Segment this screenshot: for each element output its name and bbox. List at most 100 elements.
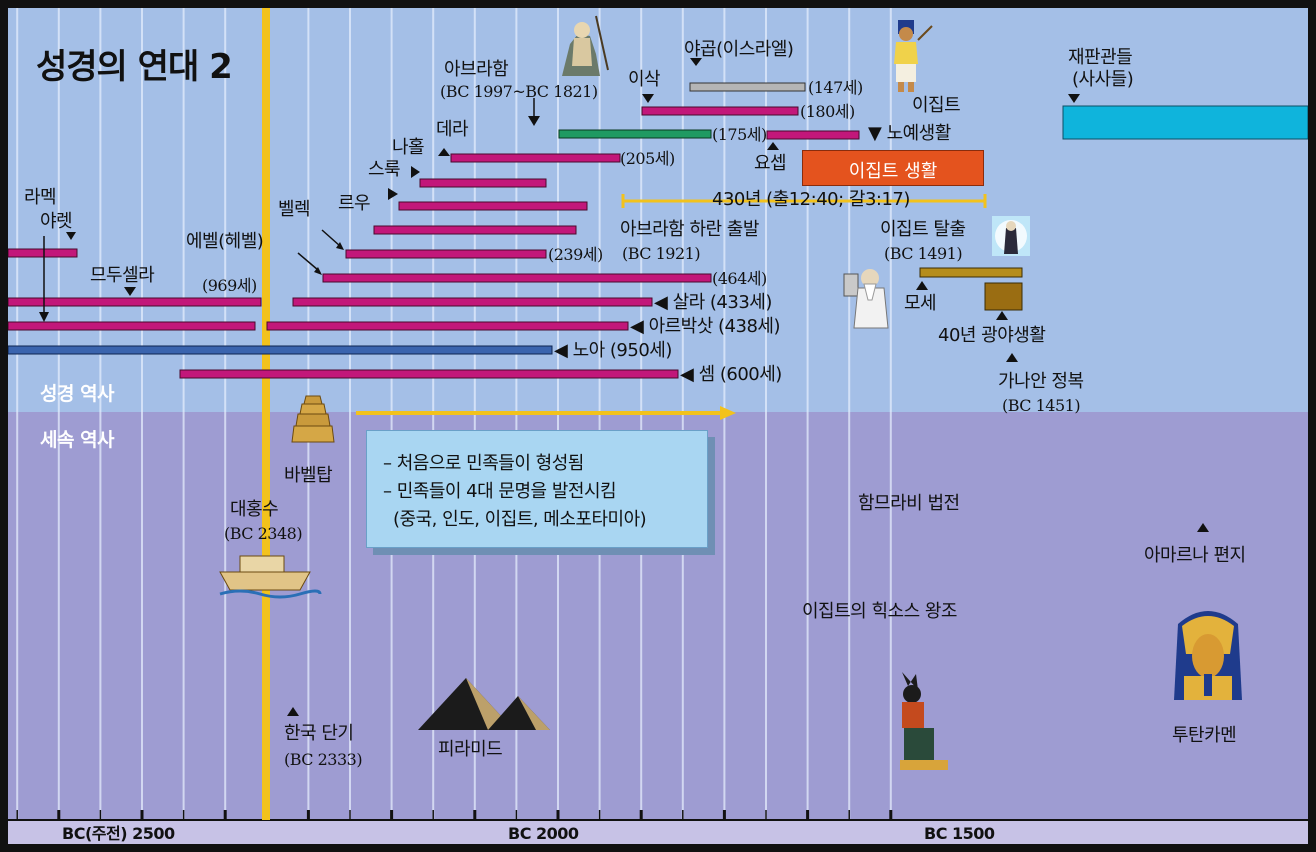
pointer-jared-head — [39, 312, 49, 322]
label-eber-age: (464세) — [712, 269, 767, 288]
label-egypt-slavery-1: 이집트 — [912, 95, 961, 116]
label-arpachshad: ◀ 아르박삿 (438세) — [630, 316, 781, 337]
axis-strip — [8, 820, 1308, 844]
bar-joseph — [766, 130, 860, 140]
label-reu: 르우 — [338, 193, 371, 214]
note-line-3: (중국, 인도, 이집트, 메소포타미아) — [393, 509, 647, 530]
bar-terah — [450, 153, 621, 163]
bar-serug — [398, 201, 588, 211]
bar-eber — [322, 273, 712, 283]
bar-isaac — [641, 106, 799, 116]
label-flood: 대홍수 — [230, 499, 279, 520]
label-canaan: 가나안 정복 — [998, 371, 1084, 392]
egypt-life-label: 이집트 생활 — [848, 161, 938, 182]
bar-noah — [8, 345, 553, 355]
bar-nahor — [419, 178, 547, 188]
axis-label-2000: BC 2000 — [508, 824, 579, 843]
pointer-peleg — [321, 229, 341, 247]
label-shem: ◀ 셈 (600세) — [680, 364, 782, 385]
timeline-graphics — [8, 8, 1308, 844]
label-tut: 투탄카멘 — [1172, 725, 1237, 746]
egyptian-figure-icon — [894, 20, 933, 92]
moses-figure-icon — [843, 269, 889, 329]
bar-arpachshad — [266, 321, 629, 331]
label-isaac: 이삭 — [628, 69, 661, 90]
label-canaan-year: (BC 1451) — [1002, 396, 1081, 415]
pointer-jacob-head — [690, 58, 702, 66]
label-eber: 에벨(헤벨) — [186, 231, 264, 252]
pointer-korea-head — [287, 707, 299, 716]
label-korea: 한국 단기 — [284, 723, 354, 744]
pointer-wilderness-head — [996, 311, 1008, 320]
label-babel: 바벨탑 — [284, 465, 333, 486]
pointer-moses-head — [916, 281, 928, 290]
label-jacob: 야곱(이스라엘) — [684, 39, 794, 60]
label-abraham: 아브라함 — [444, 59, 509, 80]
label-wilderness: 40년 광야생활 — [938, 325, 1046, 346]
babel-tower-icon — [291, 395, 335, 443]
label-lamech: 라멕 — [24, 187, 57, 208]
label-moses: 모세 — [904, 293, 937, 314]
pointer-abraham-head — [528, 116, 540, 126]
pointer-eber — [297, 252, 319, 271]
timeline-chart: 성경의 연대 2 성경 역사 세속 역사 라멕 야렛 므두셀라 (969세) 에… — [8, 8, 1308, 844]
exodus-figure-icon — [992, 216, 1030, 256]
pointer-amarna-head — [1197, 523, 1209, 532]
label-hammurabi: 함므라비 법전 — [858, 493, 960, 514]
bar-lamech — [8, 248, 78, 258]
pyramid-icon — [418, 678, 550, 730]
label-shelah: ◀ 살라 (433세) — [654, 292, 772, 313]
label-pyramid: 피라미드 — [438, 739, 503, 760]
section-label-secular: 세속 역사 — [40, 429, 115, 451]
label-egypt-slavery-2: ▼ 노예생활 — [868, 123, 951, 144]
flood-line — [262, 8, 270, 820]
bar-judges — [1062, 105, 1308, 140]
label-hyksos: 이집트의 힉소스 왕조 — [802, 601, 957, 622]
label-flood-year: (BC 2348) — [224, 524, 303, 543]
pointer-reu-head — [388, 188, 398, 200]
abraham-figure-icon — [562, 15, 609, 76]
label-noah: ◀ 노아 (950세) — [554, 340, 672, 361]
pointer-eber-head — [314, 267, 322, 275]
bar-methuselah-b — [8, 321, 256, 331]
bar-methuselah-a — [8, 297, 262, 307]
label-judges-2: (사사들) — [1072, 69, 1134, 90]
label-amarna: 아마르나 편지 — [1144, 545, 1246, 566]
egypt-life-box: 이집트 생활 — [802, 150, 984, 186]
tutankhamun-mask-icon — [1174, 611, 1242, 700]
progress-arrow-head — [720, 406, 736, 420]
bar-shelah — [292, 297, 653, 307]
bar-moses — [919, 267, 1023, 278]
bar-jacob — [689, 82, 806, 92]
label-korea-year: (BC 2333) — [284, 750, 363, 769]
label-haran-year: (BC 1921) — [622, 244, 701, 263]
bar-reu — [373, 225, 577, 235]
note-line-2: – 민족들이 4대 문명을 발전시킴 — [383, 481, 617, 502]
label-methuselah: 므두셀라 — [90, 265, 155, 286]
pointer-joseph-head — [767, 142, 779, 150]
label-terah: 데라 — [436, 119, 469, 140]
bar-wilderness — [984, 282, 1023, 311]
label-nahor: 나홀 — [392, 137, 425, 158]
label-judges-1: 재판관들 — [1068, 47, 1133, 68]
nations-note-box: – 처음으로 민족들이 형성됨 – 민족들이 4대 문명을 발전시킴 (중국, … — [366, 430, 708, 548]
axis-label-2500: BC(주전) 2500 — [62, 824, 175, 843]
pointer-isaac-head — [642, 94, 654, 103]
pointer-canaan-head — [1006, 353, 1018, 362]
label-abraham-years: (BC 1997~BC 1821) — [440, 82, 598, 101]
label-terah-age: (205세) — [620, 149, 675, 168]
anubis-figure-icon — [900, 672, 948, 770]
label-jacob-age: (147세) — [808, 78, 863, 97]
page-title: 성경의 연대 2 — [36, 47, 233, 87]
section-label-bible: 성경 역사 — [40, 383, 115, 405]
label-joseph: 요셉 — [754, 153, 787, 174]
pointer-serug-head — [411, 166, 420, 178]
label-abraham-age: (175세) — [712, 125, 767, 144]
axis-label-1500: BC 1500 — [924, 824, 995, 843]
label-exodus-year: (BC 1491) — [884, 244, 963, 263]
label-peleg: 벨렉 — [278, 199, 311, 220]
bar-peleg — [345, 249, 547, 259]
pointer-methuselah-head — [124, 287, 136, 296]
bar-shem — [179, 369, 679, 379]
